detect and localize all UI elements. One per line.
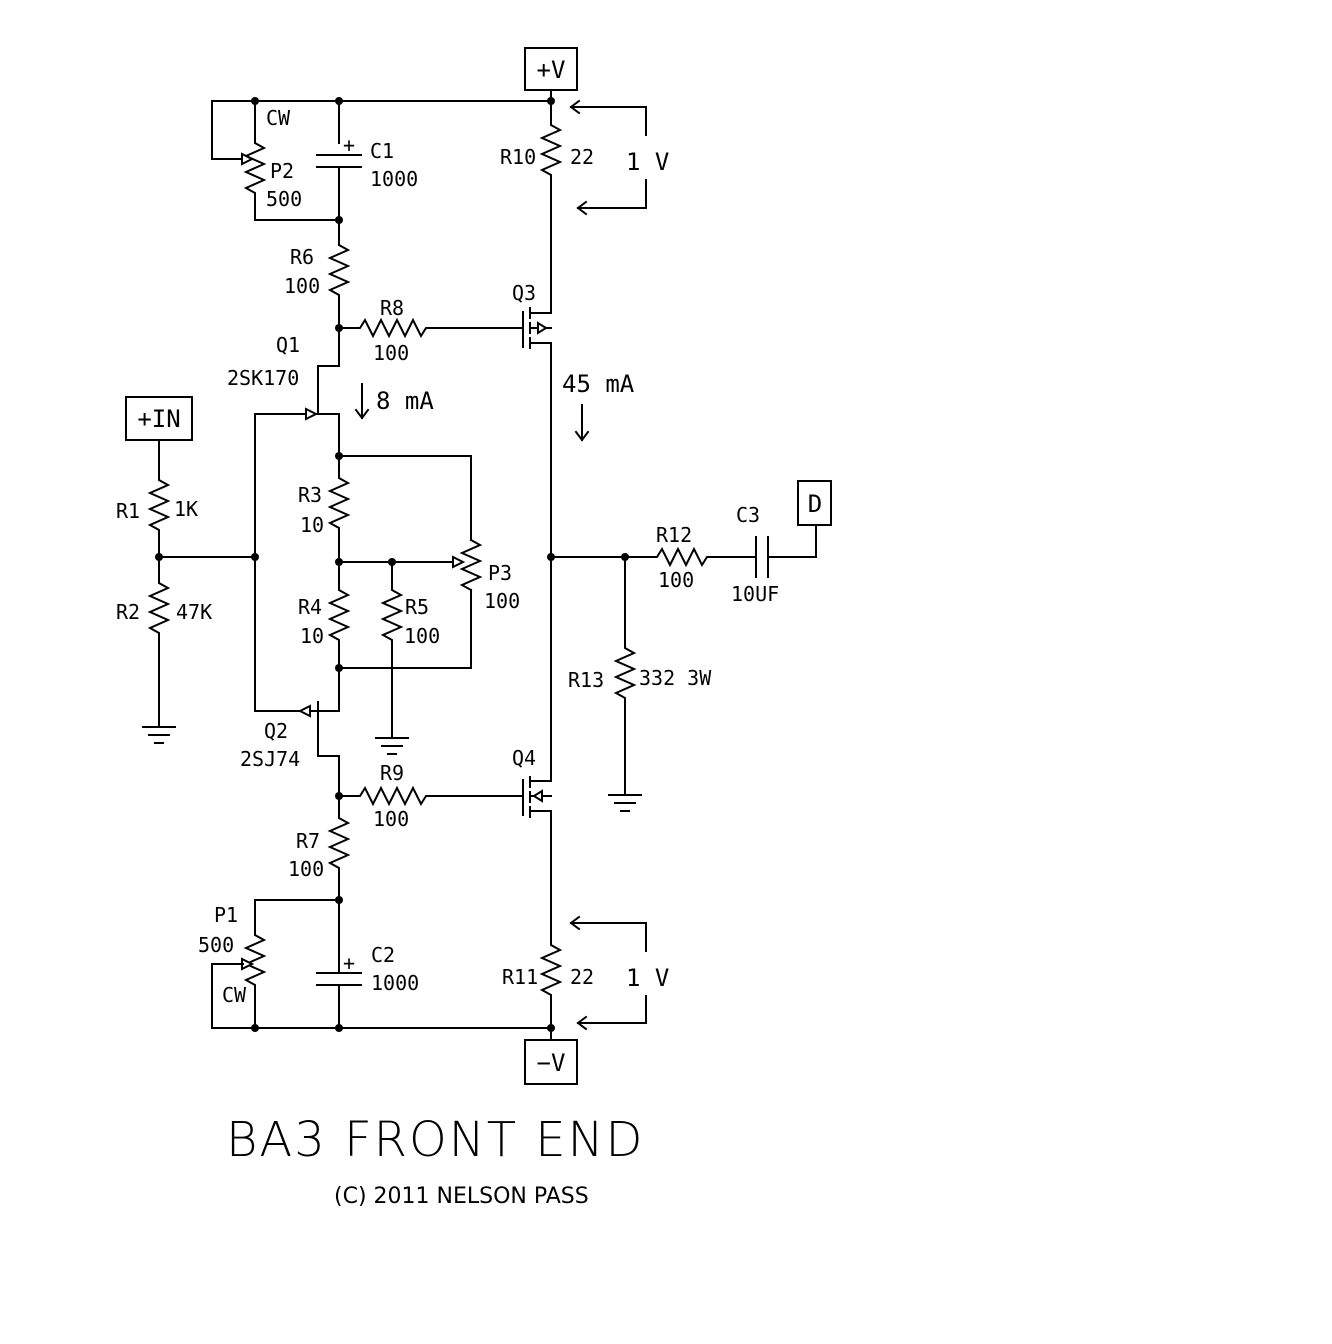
capacitor-c3: C3 10UF: [731, 503, 817, 606]
r9-value-label: 100: [373, 807, 409, 831]
bottom-supply-rail: [211, 1024, 555, 1032]
output-current-annotation: 45 mA: [562, 370, 635, 442]
c2-value-label: 1000: [371, 971, 419, 995]
r12-ref-label: R12: [656, 523, 692, 547]
mosfet-q4: Q4: [512, 746, 552, 818]
r11-voltage-label: 1 V: [626, 964, 669, 992]
r12-value-label: 100: [658, 568, 694, 592]
r4-ref-label: R4: [298, 595, 322, 619]
r1-value-label: 1K: [174, 497, 198, 521]
p2-value-label: 500: [266, 187, 302, 211]
resistor-r10: R10 22: [500, 100, 594, 314]
mosfet-q3: Q3: [512, 281, 552, 349]
resistor-r3: R3 10: [298, 455, 351, 563]
q1-current-label: 8 mA: [376, 387, 434, 415]
trimmer-p3: P3 100: [459, 538, 520, 613]
resistor-r1: R1 1K: [116, 469, 198, 558]
c2-ref-label: C2: [371, 943, 395, 967]
r10-voltage-annotation: 1 V: [569, 99, 669, 216]
r8-value-label: 100: [373, 341, 409, 365]
r11-ref-label: R11: [502, 965, 538, 989]
output-current-label: 45 mA: [562, 370, 635, 398]
output-terminal: D: [797, 480, 832, 558]
r1-ref-label: R1: [116, 499, 140, 523]
q3-ref-label: Q3: [512, 281, 536, 305]
r7-ref-label: R7: [296, 829, 320, 853]
r10-ref-label: R10: [500, 145, 536, 169]
p2-cw-label: CW: [266, 106, 291, 130]
r10-value-label: 22: [570, 145, 594, 169]
r11-voltage-annotation: 1 V: [569, 915, 669, 1031]
top-supply-rail: [211, 97, 555, 160]
r10-voltage-label: 1 V: [626, 148, 669, 176]
p3-ref-label: P3: [488, 561, 512, 585]
schematic-title: BA3 FRONT END: [226, 1112, 644, 1168]
neg-supply-label: −V: [537, 1049, 566, 1077]
resistor-r5: R5 100: [380, 561, 440, 739]
trimmer-p1: P1 500 CW: [198, 899, 267, 1029]
q2-part-label: 2SJ74: [240, 747, 300, 771]
c3-ref-label: C3: [736, 503, 760, 527]
r9-ref-label: R9: [380, 761, 404, 785]
q2-ref-label: Q2: [264, 719, 288, 743]
input-terminal: +IN: [125, 396, 193, 471]
input-label: +IN: [137, 405, 180, 433]
q4-ref-label: Q4: [512, 746, 536, 770]
r4-value-label: 10: [300, 624, 324, 648]
r2-ref-label: R2: [116, 600, 140, 624]
trimmer-p2: CW P2 500: [241, 106, 302, 221]
c1-value-label: 1000: [370, 167, 418, 191]
resistor-r7: R7 100: [288, 795, 351, 901]
source-network: [335, 452, 472, 672]
r3-value-label: 10: [300, 513, 324, 537]
p1-value-label: 500: [198, 933, 234, 957]
ground-symbol-r13: [608, 794, 642, 812]
positive-supply-terminal: +V: [524, 47, 578, 102]
q1-part-label: 2SK170: [227, 366, 299, 390]
r2-value-label: 47K: [176, 600, 212, 624]
r13-value-label: 332 3W: [639, 666, 712, 690]
ground-symbol-r2: [142, 726, 176, 744]
q1-ref-label: Q1: [276, 333, 300, 357]
capacitor-c1: + C1 1000: [316, 133, 418, 221]
c1-ref-label: C1: [370, 139, 394, 163]
r8-ref-label: R8: [380, 296, 404, 320]
ground-symbol-r5: [375, 737, 409, 755]
c1-polarity-label: +: [343, 133, 355, 157]
r3-ref-label: R3: [298, 483, 322, 507]
r6-value-label: 100: [284, 274, 320, 298]
p2-ref-label: P2: [270, 159, 294, 183]
c3-value-label: 10UF: [731, 582, 779, 606]
output-label: D: [808, 490, 822, 518]
resistor-r9: R9 100: [335, 761, 524, 831]
p1-cw-label: CW: [222, 983, 247, 1007]
r13-ref-label: R13: [568, 668, 604, 692]
jfet-q2: Q2 2SJ74: [240, 667, 340, 797]
resistor-r12: R12 100: [643, 523, 757, 592]
r5-value-label: 100: [404, 624, 440, 648]
copyright-notice: (C) 2011 NELSON PASS: [334, 1184, 589, 1209]
node-gate: [251, 553, 259, 561]
resistor-r8: R8 100: [335, 296, 524, 365]
negative-supply-terminal: −V: [524, 1039, 578, 1085]
resistor-r11: R11 22: [502, 810, 594, 1041]
p3-value-label: 100: [484, 589, 520, 613]
r11-value-label: 22: [570, 965, 594, 989]
p1-ref-label: P1: [214, 903, 238, 927]
r7-value-label: 100: [288, 857, 324, 881]
pos-supply-label: +V: [537, 56, 566, 84]
resistor-r6: R6 100: [284, 219, 351, 329]
capacitor-c2: + C2 1000: [316, 899, 419, 1029]
q1-current-annotation: 8 mA: [354, 383, 434, 420]
resistor-r2: R2 47K: [116, 556, 212, 728]
r5-ref-label: R5: [405, 595, 429, 619]
jfet-q1: Q1 2SK170: [227, 327, 340, 457]
c2-polarity-label: +: [343, 951, 355, 975]
resistor-r13: R13 332 3W: [568, 556, 712, 796]
r6-ref-label: R6: [290, 245, 314, 269]
resistor-r4: R4 10: [298, 561, 351, 669]
